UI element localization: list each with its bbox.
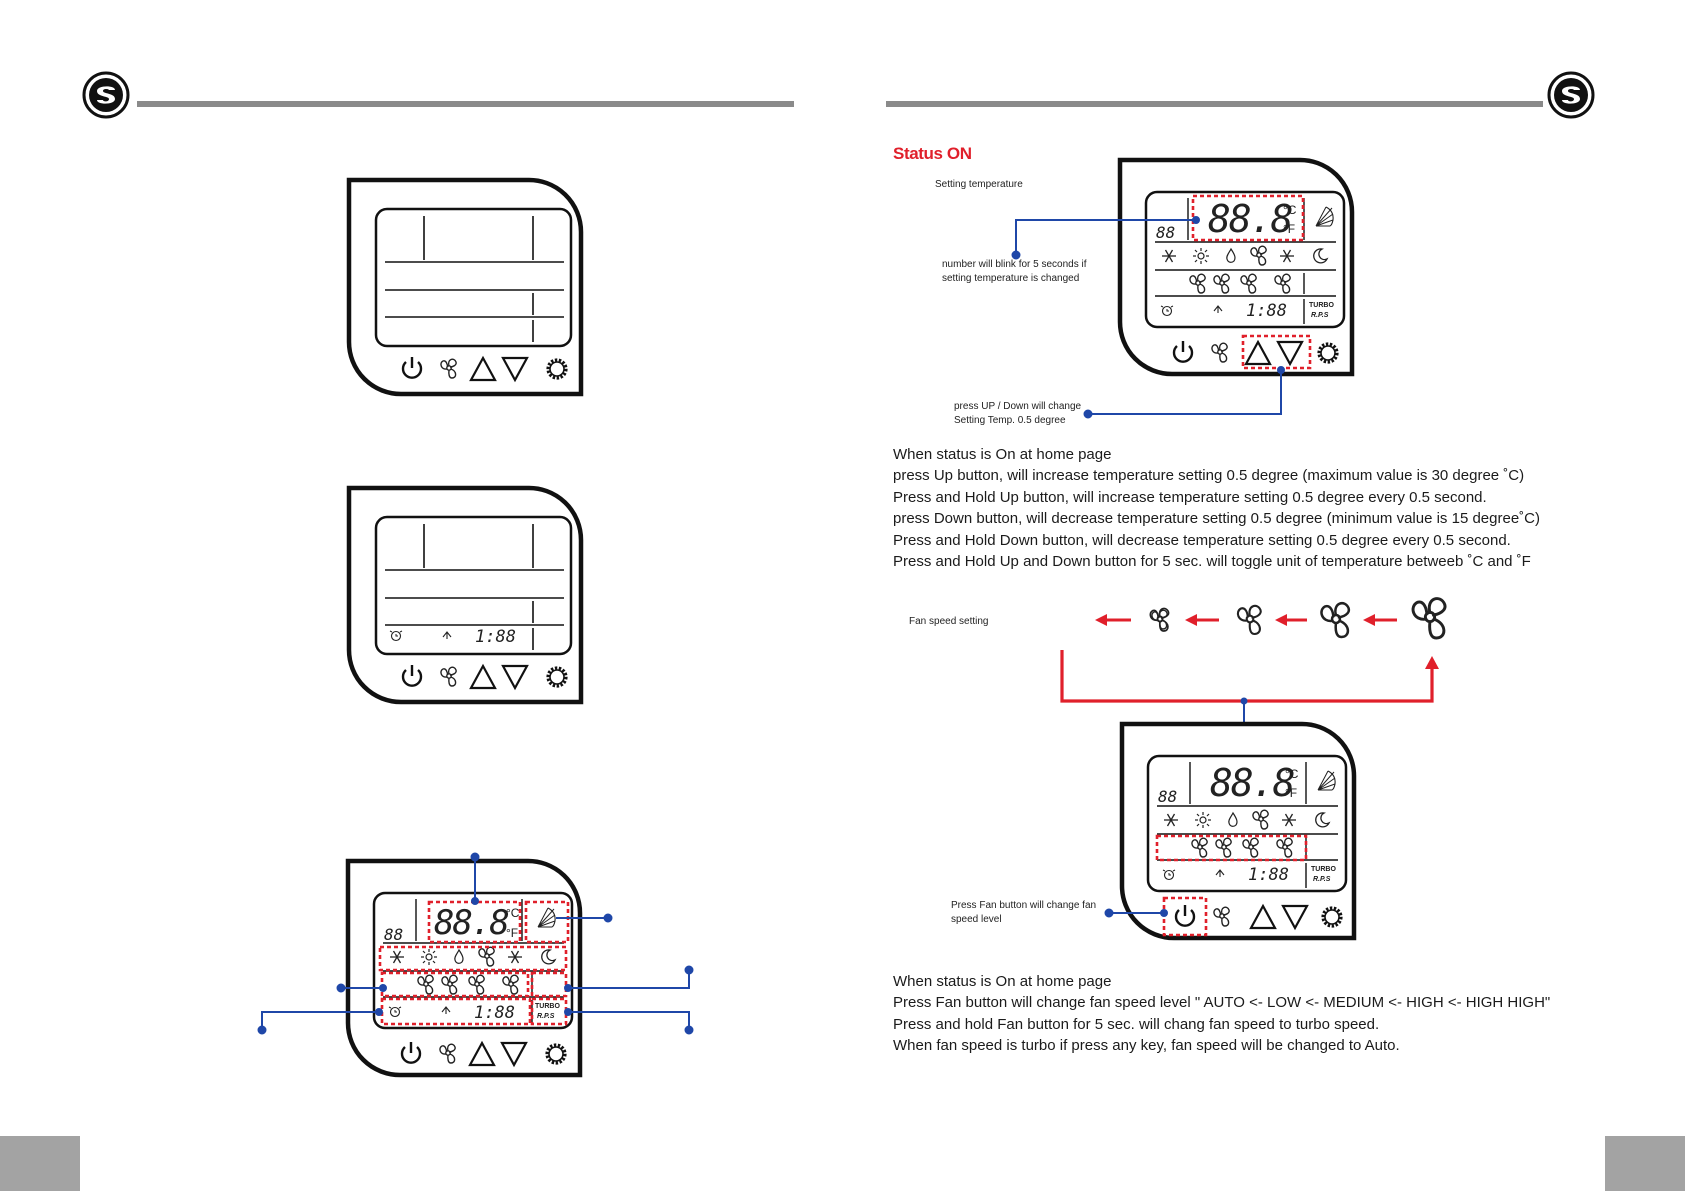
device-full-regions [348, 861, 580, 1075]
blink-note: number will blink for 5 seconds if setti… [942, 258, 1087, 286]
turbo-label: TURBO [1311, 866, 1336, 873]
up-arrow-icon [469, 663, 497, 690]
updown-note: press UP / Down will change Setting Temp… [954, 400, 1081, 428]
lcd-temp-digits: 88.8 [1210, 761, 1296, 805]
rps-label: R.P.S [1311, 312, 1329, 319]
lcd-unit-c: °C [506, 906, 520, 920]
lcd-temp-digits: 88.8 [1208, 197, 1294, 241]
status-title: Status ON [893, 144, 972, 163]
fan-button-note-line: Press Fan button will change fan [951, 900, 1097, 911]
updown-note-line: Setting Temp. 0.5 degree [954, 415, 1066, 426]
lcd-unit-f: °F [506, 926, 519, 940]
lcd-small-digits: 88 [1158, 787, 1178, 806]
instruction-line: Press and Hold Up button, will increase … [893, 488, 1487, 506]
fan-button-note: Press Fan button will change fan speed l… [951, 899, 1096, 927]
instruction-line: press Up button, will increase temperatu… [893, 467, 1525, 485]
setting-temperature-label: Setting temperature [935, 179, 1023, 190]
fan-speed-setting-label: Fan speed setting [909, 616, 989, 627]
lcd-unit-f: °F [1283, 222, 1296, 236]
device-fan [1122, 724, 1354, 938]
blink-note-line: number will blink for 5 seconds if [942, 259, 1087, 270]
down-arrow-icon [500, 1041, 528, 1068]
up-arrow-icon [468, 1040, 496, 1067]
down-arrow-icon [1281, 904, 1309, 931]
left-header [82, 71, 794, 119]
logo-icon [82, 71, 130, 119]
instruction-line: When status is On at home page [893, 446, 1112, 463]
page-tab-left [0, 1136, 80, 1191]
turbo-label: TURBO [535, 1003, 560, 1010]
instruction-line: Press and hold Fan button for 5 sec. wil… [893, 1015, 1380, 1033]
instruction-line: Press Fan button will change fan speed l… [893, 994, 1551, 1012]
header-bar [137, 101, 794, 107]
lcd-unit-c: °C [1285, 767, 1299, 781]
lcd-clock-digits: 1:88 [1246, 301, 1287, 321]
up-arrow-icon [1249, 903, 1277, 930]
lcd-small-digits: 88 [1156, 223, 1176, 242]
instruction-line: press Down button, will decrease tempera… [893, 510, 1540, 528]
device-clock [349, 488, 581, 702]
logo-icon [1547, 71, 1595, 119]
instruction-line: When fan speed is turbo if press any key… [893, 1037, 1400, 1055]
instruction-line: Press and Hold Down button, will decreas… [893, 531, 1511, 549]
up-arrow-icon [1244, 339, 1272, 366]
blink-note-line: setting temperature is changed [942, 273, 1080, 284]
lcd-clock-digits: 1:88 [1248, 865, 1289, 885]
instruction-line: Press and Hold Up and Down button for 5 … [893, 552, 1531, 570]
page-tab-right [1605, 1136, 1685, 1191]
rps-label: R.P.S [537, 1013, 555, 1020]
down-arrow-icon [501, 664, 529, 691]
fan-button-note-line: speed level [951, 914, 1002, 925]
device-temperature [1120, 160, 1352, 374]
device5-callouts [1104, 908, 1168, 918]
rps-label: R.P.S [1313, 876, 1331, 883]
down-arrow-icon [1276, 340, 1304, 367]
temp-instructions: When status is On at home page press Up … [893, 444, 1540, 572]
right-header [886, 71, 1595, 119]
lcd-unit-f: °F [1285, 786, 1298, 800]
device-blank [349, 180, 581, 394]
lcd-clock-digits: 1:88 [475, 627, 516, 647]
up-arrow-icon [469, 355, 497, 382]
header-bar [886, 101, 1543, 107]
instruction-line: When status is On at home page [893, 973, 1112, 990]
lcd-unit-c: °C [1283, 203, 1297, 217]
turbo-label: TURBO [1309, 302, 1334, 309]
device3-callouts [257, 852, 694, 1035]
lcd-temp-digits: 88.8 [434, 903, 510, 943]
fan-instructions: When status is On at home page Press Fan… [893, 971, 1550, 1057]
device4-callouts [1011, 216, 1285, 419]
lcd-clock-digits: 1:88 [474, 1003, 515, 1023]
updown-note-line: press UP / Down will change [954, 401, 1082, 412]
down-arrow-icon [501, 356, 529, 383]
lcd-small-digits: 88 [384, 925, 404, 944]
